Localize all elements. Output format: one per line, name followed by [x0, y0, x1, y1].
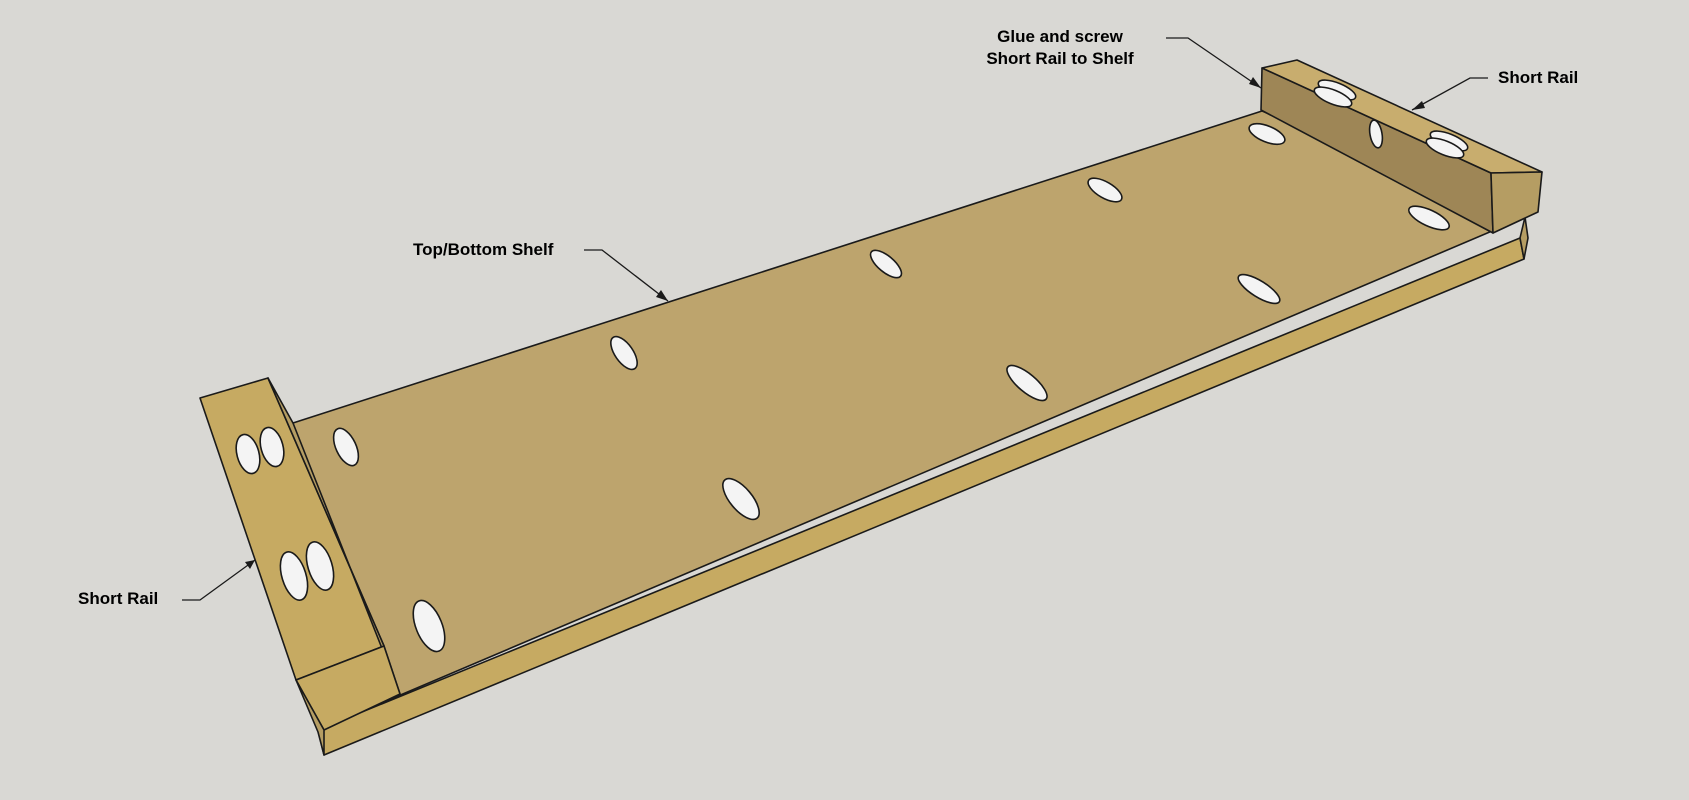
- callout-short-rail-right: Short Rail: [1498, 68, 1579, 87]
- callout-top-bottom-shelf: Top/Bottom Shelf: [413, 240, 554, 259]
- shelf-right-end: [1519, 216, 1529, 260]
- callout-glue-line2: Short Rail to Shelf: [986, 49, 1134, 68]
- leader-short-rail-right: [1411, 77, 1488, 111]
- arrowhead-shelf: [656, 290, 668, 301]
- pocket-hole-icon: [235, 79, 1469, 653]
- arrowhead-short-rail-right: [1412, 101, 1425, 110]
- arrowhead-short-rail-left: [245, 560, 255, 569]
- right-rail-end-face: [1490, 171, 1543, 234]
- callout-glue-and-screw: Glue and screw Short Rail to Shelf: [960, 26, 1160, 70]
- callout-glue-line1: Glue and screw: [997, 27, 1123, 46]
- left-rail-base: [295, 679, 325, 756]
- leader-short-rail-left: [182, 559, 256, 601]
- leader-glue: [1166, 37, 1262, 89]
- arrowhead-glue: [1249, 77, 1261, 88]
- leader-shelf: [584, 249, 669, 302]
- callout-short-rail-left: Short Rail: [78, 589, 159, 608]
- shelf-top-face: [292, 110, 1526, 731]
